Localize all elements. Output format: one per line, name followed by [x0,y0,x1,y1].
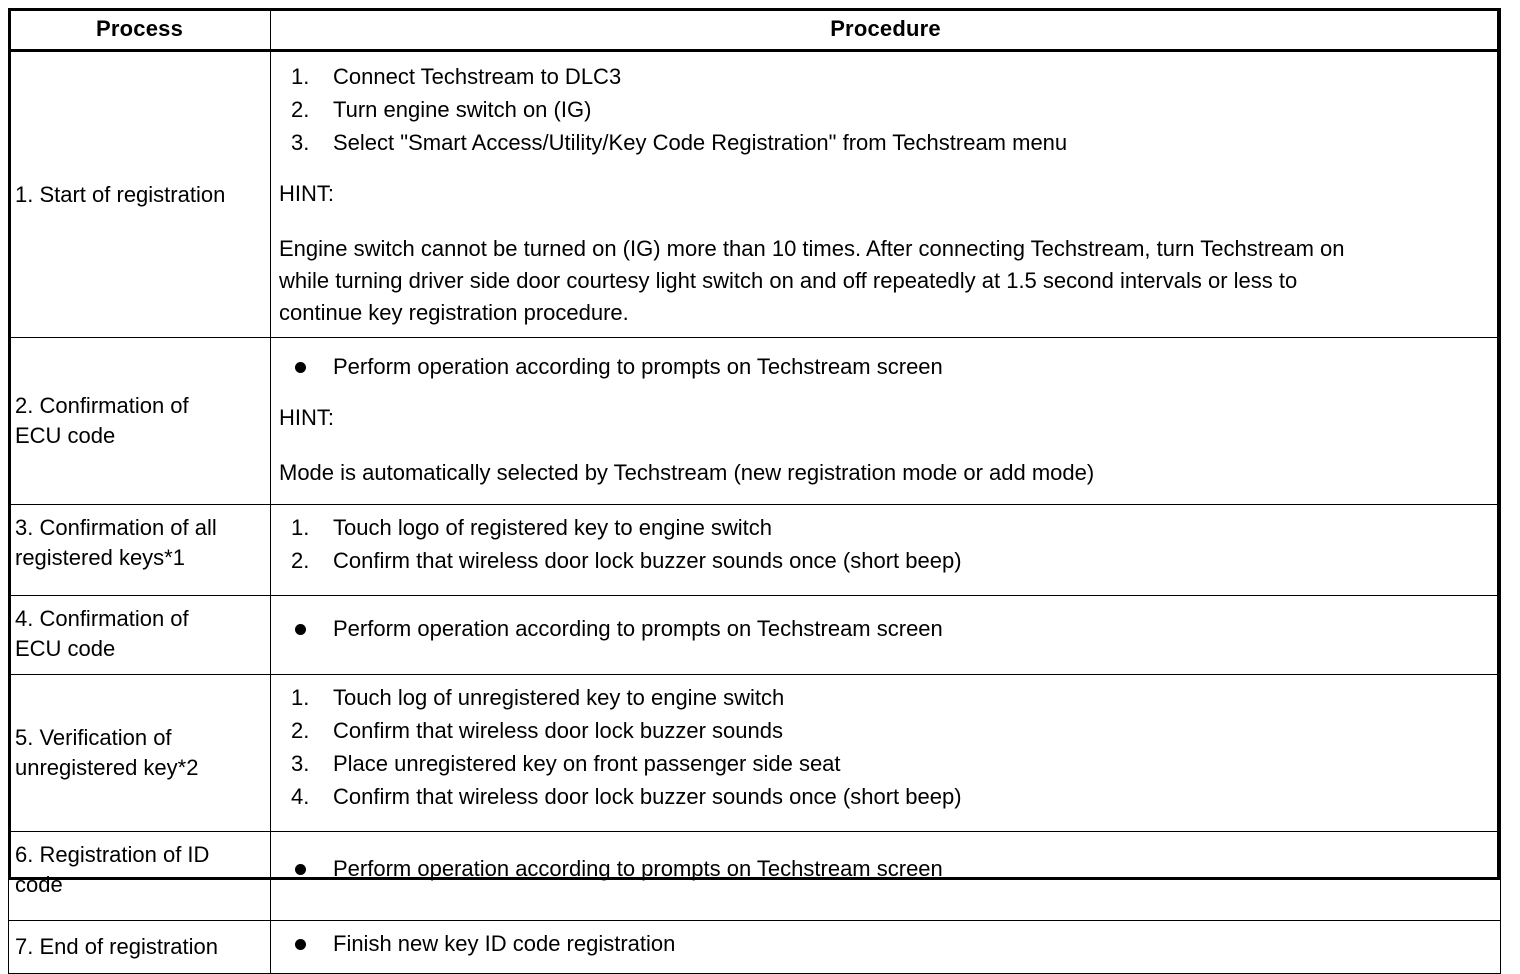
hint-label: HINT: [279,405,334,430]
step-number: 3. [291,751,310,776]
list-item: Perform operation according to prompts o… [279,852,1492,885]
step-number: 1. [291,64,310,89]
key-registration-procedure-table: Process Procedure 1. Start of registrati… [8,8,1501,974]
step-text: Confirm that wireless door lock buzzer s… [333,784,962,809]
bullet-icon [295,362,306,373]
step-text: Touch log of unregistered key to engine … [333,685,785,710]
procedure-cell: 1. Touch log of unregistered key to engin… [270,674,1501,832]
list-item: 2. Confirm that wireless door lock buzzer… [279,544,1492,577]
bullet-text: Perform operation according to prompts o… [333,616,943,641]
list-item: 3. Place unregistered key on front passen… [279,747,1492,780]
procedure-cell: 1. Touch logo of registered key to engine… [270,504,1501,596]
step-text: Place unregistered key on front passenge… [333,751,841,776]
numbered-step-list: 1. Connect Techstream to DLC3 2. Turn engi… [279,60,1492,159]
step-number: 2. [291,97,310,122]
step-text: Turn engine switch on (IG) [333,97,592,122]
list-item: 2. Confirm that wireless door lock buzzer… [279,714,1492,747]
bullet-text: Finish new key ID code registration [333,931,676,956]
list-item: 1. Touch logo of registered key to engine… [279,511,1492,544]
list-item: 2. Turn engine switch on (IG) [279,93,1492,126]
step-text: Confirm that wireless door lock buzzer s… [333,718,783,743]
bullet-list: Finish new key ID code registration [279,927,1492,960]
procedure-cell: Perform operation according to prompts o… [270,337,1501,505]
list-item: Perform operation according to prompts o… [279,350,1492,383]
column-header-procedure: Procedure [270,8,1501,52]
bullet-icon [295,939,306,950]
bullet-icon [295,864,306,875]
hint-line: Mode is automatically selected by Techst… [279,460,1095,485]
step-number: 1. [291,515,310,540]
bullet-text: Perform operation according to prompts o… [333,856,943,881]
bullet-list: Perform operation according to prompts o… [279,612,1492,645]
bullet-text: Perform operation according to prompts o… [333,354,943,379]
column-header-process: Process [8,8,271,52]
hint-text: Mode is automatically selected by Techst… [279,457,1492,489]
list-item: 4. Confirm that wireless door lock buzzer… [279,780,1492,813]
bullet-list: Perform operation according to prompts o… [279,852,1492,885]
list-item: Finish new key ID code registration [279,927,1492,960]
step-number: 2. [291,548,310,573]
step-text: Connect Techstream to DLC3 [333,64,622,89]
process-label: 1. Start of registration [8,50,271,338]
hint-line: Engine switch cannot be turned on (IG) m… [279,236,1345,261]
bullet-icon [295,624,306,635]
step-number: 2. [291,718,310,743]
step-number: 3. [291,130,310,155]
table-row: 1. Start of registration 1. Connect Techs… [8,50,1501,338]
document-page: Process Procedure 1. Start of registrati… [8,8,1501,974]
procedure-cell: Finish new key ID code registration [270,920,1501,974]
list-item: 3. Select "Smart Access/Utility/Key Code … [279,126,1492,159]
list-item: Perform operation according to prompts o… [279,612,1492,645]
table-row: 7. End of registration Finish new key ID… [8,920,1501,974]
step-number: 4. [291,784,310,809]
numbered-step-list: 1. Touch log of unregistered key to engin… [279,681,1492,813]
step-text: Confirm that wireless door lock buzzer s… [333,548,962,573]
hint-line: continue key registration procedure. [279,300,629,325]
step-text: Select "Smart Access/Utility/Key Code Re… [333,130,1068,155]
procedure-cell: 1. Connect Techstream to DLC3 2. Turn engi… [270,50,1501,338]
process-label: 7. End of registration [8,920,271,974]
numbered-step-list: 1. Touch logo of registered key to engine… [279,511,1492,577]
table-header-row: Process Procedure [8,8,1501,52]
step-text: Touch logo of registered key to engine s… [333,515,773,540]
hint-label: HINT: [279,181,334,206]
bullet-list: Perform operation according to prompts o… [279,350,1492,383]
hint-text: Engine switch cannot be turned on (IG) m… [279,233,1492,329]
step-number: 1. [291,685,310,710]
procedure-cell: Perform operation according to prompts o… [270,831,1501,921]
list-item: 1. Touch log of unregistered key to engin… [279,681,1492,714]
hint-line: while turning driver side door courtesy … [279,268,1298,293]
list-item: 1. Connect Techstream to DLC3 [279,60,1492,93]
procedure-cell: Perform operation according to prompts o… [270,595,1501,675]
